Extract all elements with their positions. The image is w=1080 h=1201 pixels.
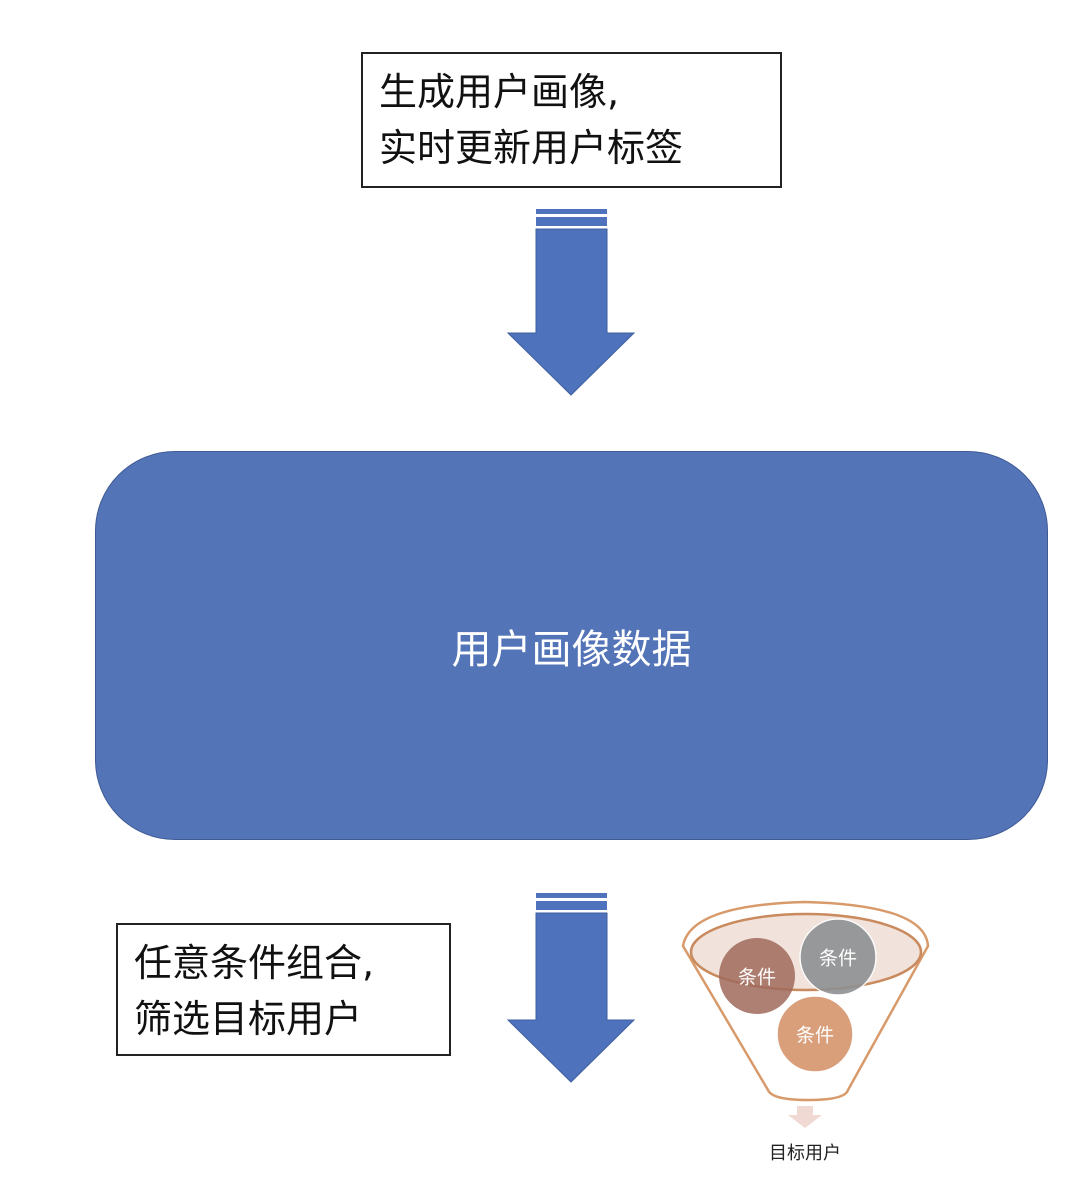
bottom-box-line1: 任意条件组合,	[134, 941, 375, 985]
funnel-icon	[681, 900, 930, 1128]
user-profile-data-block: 用户画像数据	[95, 451, 1048, 840]
condition-label-1: 条件	[737, 966, 777, 989]
user-profile-data-label: 用户画像数据	[451, 626, 692, 673]
condition-circle-1	[719, 938, 795, 1014]
down-arrow-bottom	[506, 893, 636, 1083]
funnel-output-arrow	[788, 1106, 822, 1128]
condition-circle-2	[799, 918, 877, 996]
condition-circle-3	[776, 995, 854, 1073]
target-users-label: 目标用户	[769, 1143, 841, 1164]
down-arrow-top	[506, 209, 636, 396]
bottom-text-box: 任意条件组合, 筛选目标用户	[116, 923, 451, 1056]
top-box-line1: 生成用户画像,	[379, 70, 620, 114]
condition-label-2: 条件	[818, 947, 858, 970]
top-text-box: 生成用户画像, 实时更新用户标签	[361, 52, 782, 188]
top-box-line2: 实时更新用户标签	[379, 126, 684, 170]
condition-label-3: 条件	[795, 1024, 835, 1047]
bottom-box-line2: 筛选目标用户	[134, 997, 363, 1041]
